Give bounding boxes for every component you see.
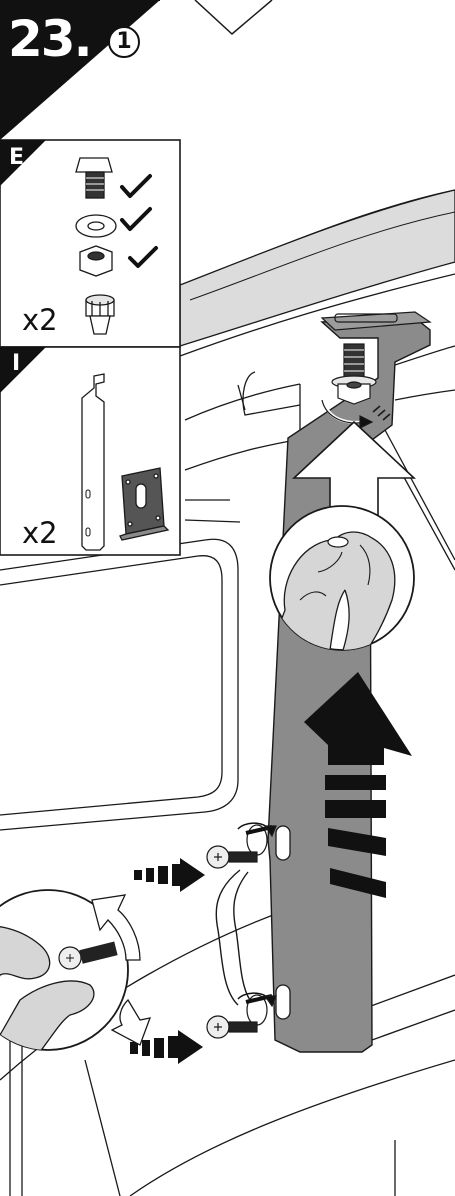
mounting-plate-icon [120, 468, 168, 540]
bracket-slot-upper [276, 826, 290, 860]
bracket-part-icon [82, 374, 104, 550]
sub-step-badge: 1 [108, 26, 140, 58]
bracket-slot-lower [276, 985, 290, 1019]
screw-lower [207, 993, 276, 1038]
screw-upper [207, 823, 276, 868]
panel-i-quantity: x2 [22, 518, 58, 548]
nut-icon [80, 246, 112, 276]
panel-i-letter: I [12, 351, 20, 376]
panel-e-letter: E [9, 145, 24, 170]
panel-e-quantity: x2 [22, 305, 58, 335]
step-number: 23. [8, 14, 91, 64]
washer-icon [76, 215, 116, 237]
step-frame-notch [195, 0, 272, 34]
